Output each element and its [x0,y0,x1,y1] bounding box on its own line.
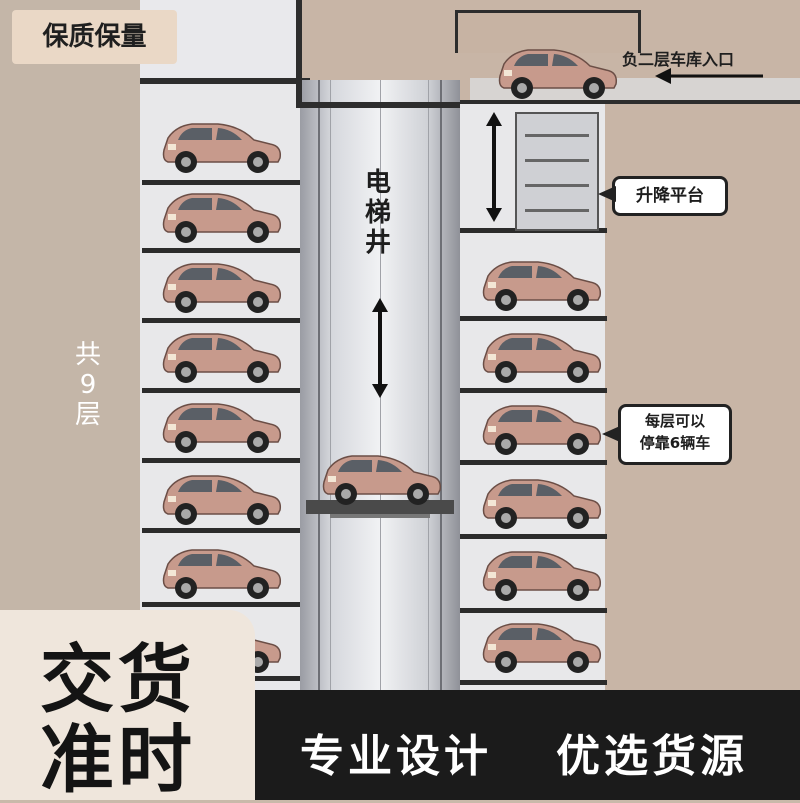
ceiling-opening [455,10,641,53]
parking-shelf [142,180,302,185]
double-arrow-vertical-icon [372,298,388,398]
car-icon [478,474,608,532]
car-icon [158,188,288,246]
parking-shelf [457,534,607,539]
car-icon [478,328,608,386]
car-icon [158,544,288,602]
parking-shelf [142,458,302,463]
arrow-left-icon [655,68,763,84]
car-icon [158,258,288,316]
shaft-label-char: 井 [364,228,391,258]
parking-shelf [457,460,607,465]
parking-shelf [457,608,607,613]
shaft-rail-line [318,80,320,800]
shaft-rail-line [330,80,331,800]
shaft-rail-line [428,80,429,800]
car-icon [478,546,608,604]
car-icon [158,328,288,386]
delivery-badge [0,610,255,800]
parking-shelf [457,316,607,321]
parking-shelf [457,388,607,393]
parking-shelf [142,248,302,253]
lift-platform [515,112,599,231]
lift-bar [525,209,589,212]
car-icon [158,118,288,176]
floors-count-label: 共 9 层 [72,340,104,430]
entrance-floor-edge [460,100,800,104]
delivery-badge-line-2: 准时 [40,717,196,803]
parking-shelf [142,602,302,607]
callout-pointer [598,186,616,202]
shaft-label-char: 电 [364,168,391,198]
per-floor-line-2: 停靠6辆车 [639,434,711,452]
floors-label-char: 9 [79,370,97,400]
shaft-rail-line [440,80,442,800]
lift-platform-label: 升降平台 [636,186,704,206]
ceiling-step-edge [296,102,460,108]
car-icon [478,256,608,314]
delivery-badge-line-1: 交货 [40,637,196,723]
car-icon [478,400,608,458]
lift-bar [525,134,589,137]
strip-text-design: 专业设计 [300,731,492,782]
shaft-rail-line [380,80,381,800]
background-right-wall [600,0,800,800]
parking-shelf [142,528,302,533]
parking-shelf [457,680,607,685]
shaft-label-char: 梯 [364,198,391,228]
car-icon [158,470,288,528]
per-floor-line-1: 每层可以 [644,412,705,430]
floors-label-char: 层 [74,400,101,430]
floors-label-char: 共 [74,340,101,370]
double-arrow-vertical-icon [486,112,502,222]
shaft-label: 电 梯 井 [362,168,394,258]
car-icon [478,618,608,676]
bottom-strip [255,690,800,800]
parking-shelf [142,318,302,323]
ceiling-beam-left [140,78,310,84]
lift-bar [525,159,589,162]
delivery-badge-text: 交货 准时 [40,640,240,800]
car-icon [494,44,624,102]
entrance-label: 负二层车库入口 [622,50,735,69]
ceiling-step-edge [296,0,302,108]
lift-platform-callout: 升降平台 [612,176,728,216]
lift-bar [525,184,589,187]
elevator-platform-base [330,514,430,518]
quality-badge: 保质保量 [12,10,177,64]
strip-text-sourcing: 优选货源 [556,731,748,782]
per-floor-callout: 每层可以 停靠6辆车 [618,404,732,465]
callout-pointer [602,426,620,442]
car-icon [158,398,288,456]
parking-shelf [142,388,302,393]
car-icon [318,450,448,508]
